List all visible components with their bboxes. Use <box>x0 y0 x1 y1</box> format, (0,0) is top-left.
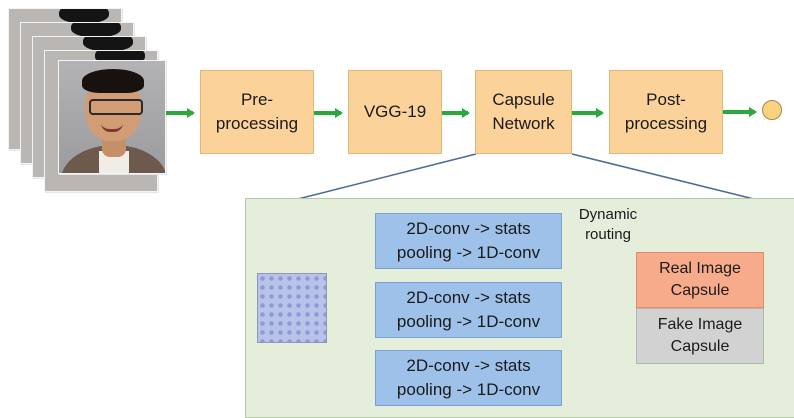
input-face-image <box>58 60 166 174</box>
preprocessing-box: Pre- processing <box>200 70 314 154</box>
real-image-capsule: Real Image Capsule <box>636 252 764 308</box>
primary-capsule-1: 2D-conv -> stats pooling -> 1D-conv <box>375 213 562 269</box>
output-node <box>762 100 782 120</box>
dynamic-routing-label: Dynamic routing <box>578 206 638 243</box>
vgg19-box: VGG-19 <box>348 70 442 154</box>
zoom-line-right <box>571 153 759 201</box>
fake-image-capsule: Fake Image Capsule <box>636 308 764 364</box>
postprocessing-box: Post- processing <box>609 70 723 154</box>
feature-map-grid <box>257 273 327 343</box>
capsule-network-box: Capsule Network <box>475 70 572 154</box>
primary-capsule-2: 2D-conv -> stats pooling -> 1D-conv <box>375 282 562 338</box>
primary-capsule-3: 2D-conv -> stats pooling -> 1D-conv <box>375 350 562 406</box>
zoom-line-left <box>293 153 477 201</box>
